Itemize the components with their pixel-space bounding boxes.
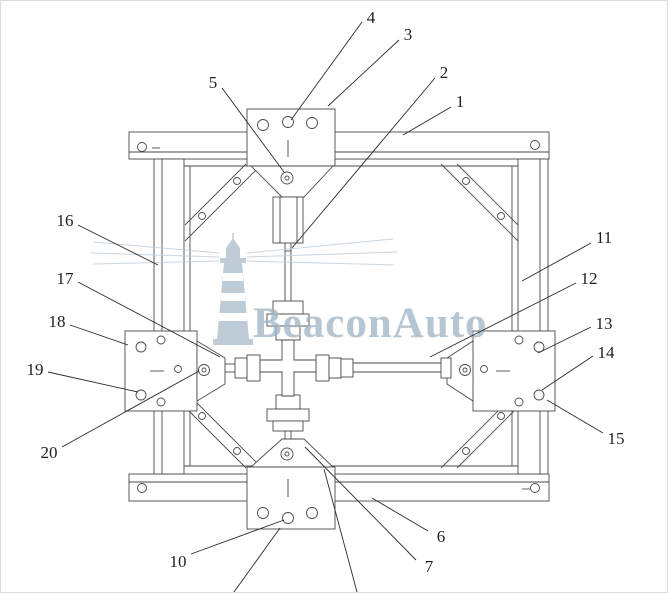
bolt-hole <box>530 483 540 493</box>
part-label-14: 14 <box>598 343 616 362</box>
cruciform-specimen <box>259 339 317 397</box>
leader-line-14 <box>541 355 594 391</box>
part-label-17: 17 <box>57 269 75 288</box>
leader-line-10 <box>190 519 285 555</box>
leader-line-19 <box>47 371 139 393</box>
part-label-6: 6 <box>437 527 446 546</box>
vertical-load-train <box>266 196 310 439</box>
left-clamp <box>124 330 226 412</box>
part-label-4: 4 <box>367 8 376 27</box>
part-label-1: 1 <box>456 92 465 111</box>
corner-brace-bottom-left <box>184 390 263 469</box>
bolt-hole <box>533 341 545 353</box>
rod-coupler <box>340 358 354 378</box>
bolt-hole <box>137 142 147 152</box>
bolt-hole <box>306 507 318 519</box>
part-label-12: 12 <box>581 269 598 288</box>
part-label-15: 15 <box>608 429 625 448</box>
part-label-7: 7 <box>425 557 434 576</box>
leader-line-5 <box>221 87 285 173</box>
yoke-pin <box>280 171 294 185</box>
leader-line-offscreen-right <box>323 468 358 592</box>
bolt-hole <box>530 140 540 150</box>
leader-line-offscreen-left <box>233 527 281 592</box>
leader-line-6 <box>371 497 429 532</box>
upper-cylinder <box>272 196 304 244</box>
part-label-16: 16 <box>57 211 74 230</box>
leader-line-4 <box>290 21 363 121</box>
left-beam <box>153 158 185 475</box>
leader-lines <box>47 21 604 592</box>
light-rays <box>90 238 398 266</box>
top-beam <box>128 131 550 160</box>
leader-line-12 <box>429 282 577 358</box>
right-clamp <box>446 330 556 412</box>
bolt-hole <box>257 119 269 131</box>
bolt-hole <box>514 397 524 407</box>
bolt-hole <box>135 341 147 353</box>
yoke-pin <box>459 364 471 376</box>
right-grip <box>315 354 330 382</box>
leader-line-20 <box>61 370 200 448</box>
rod-coupler <box>440 357 452 379</box>
leader-line-7 <box>304 446 417 561</box>
top-clamp-plate <box>246 108 336 167</box>
corner-brace-top-right <box>440 163 519 242</box>
top-clamp <box>246 108 336 198</box>
part-label-3: 3 <box>404 25 413 44</box>
part-label-2: 2 <box>440 63 449 82</box>
leader-line-2 <box>291 77 436 249</box>
yoke-pin <box>280 447 294 461</box>
bolt-hole <box>135 389 147 401</box>
bolt-hole <box>306 117 318 129</box>
part-label-13: 13 <box>596 314 613 333</box>
bottom-beam <box>128 473 550 502</box>
part-label-5: 5 <box>209 73 218 92</box>
horizontal-load-train <box>225 354 452 382</box>
bolt-hole <box>156 397 166 407</box>
part-label-18: 18 <box>49 312 66 331</box>
leader-line-3 <box>327 39 400 107</box>
left-yoke <box>196 340 226 402</box>
left-grip <box>234 357 248 379</box>
leader-line-16 <box>77 224 159 266</box>
leader-line-15 <box>546 399 604 434</box>
bottom-clamp-plate <box>246 466 336 530</box>
bolt-hole <box>156 335 166 345</box>
bottom-grip <box>275 394 301 410</box>
lighthouse-icon <box>213 233 253 345</box>
yoke-pin <box>198 364 210 376</box>
bolt-hole <box>282 512 294 524</box>
part-label-19: 19 <box>27 360 44 379</box>
part-labels: 4 3 2 1 5 16 17 18 19 20 11 12 13 14 15 … <box>27 8 625 576</box>
watermark-text: BeaconAuto <box>253 300 488 347</box>
bottom-clamp <box>246 438 336 530</box>
bolt-hole <box>514 335 524 345</box>
right-beam <box>517 158 549 475</box>
corner-brace-top-left <box>184 163 263 242</box>
bolt-hole <box>533 389 545 401</box>
leader-line-1 <box>402 106 452 136</box>
watermark: BeaconAuto <box>90 233 488 347</box>
bolt-hole <box>257 507 269 519</box>
part-label-10: 10 <box>170 552 187 571</box>
bolt-hole <box>137 483 147 493</box>
leader-line-13 <box>537 326 592 354</box>
part-label-11: 11 <box>596 228 612 247</box>
part-label-20: 20 <box>41 443 58 462</box>
bolt-hole <box>282 116 294 128</box>
leader-line-11 <box>521 242 592 282</box>
bottom-yoke <box>249 438 335 468</box>
leader-line-17 <box>77 281 221 358</box>
leader-line-18 <box>69 324 129 346</box>
